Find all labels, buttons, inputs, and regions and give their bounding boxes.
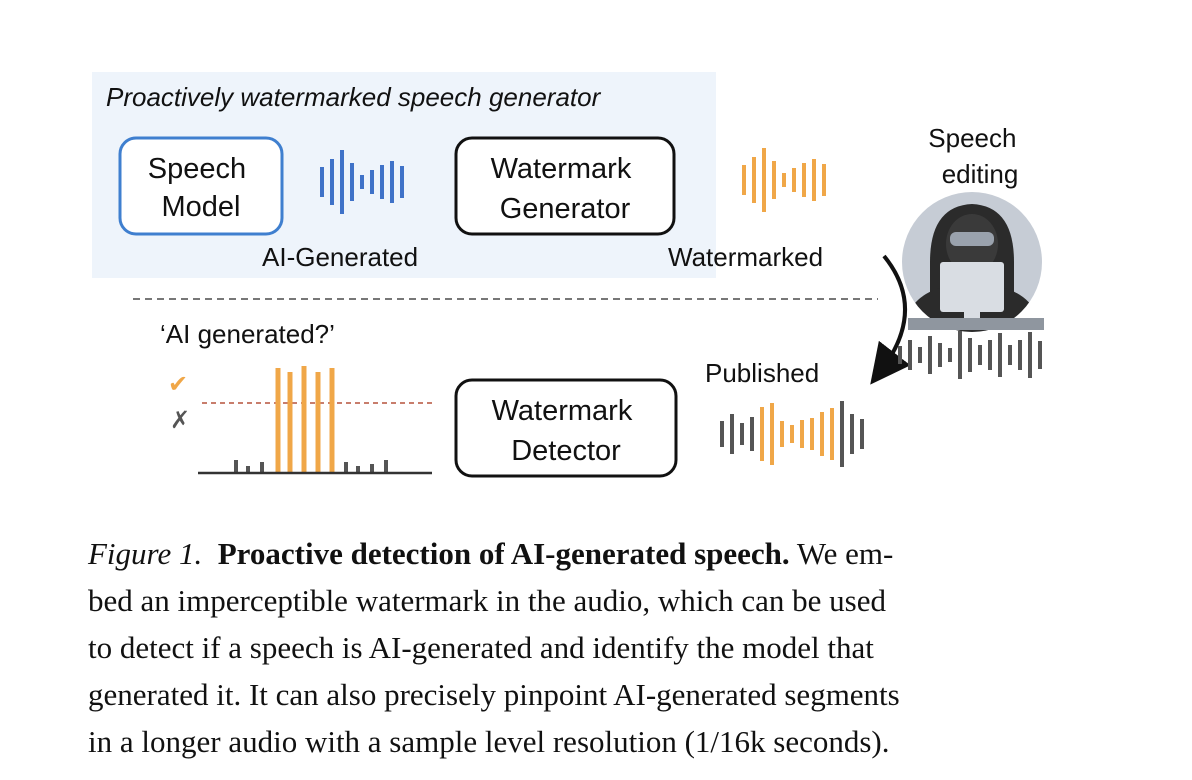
detection-bar [370,464,374,472]
speech-editing-label-line1: Speech [928,123,1016,153]
watermark-generator-label-line2: Generator [500,193,631,225]
caption-line-4: generated it. It can also precisely pinp… [88,677,900,712]
detection-bar [260,462,264,472]
detection-bars [234,366,388,472]
question-label: ‘AI generated?’ [160,319,335,349]
speech-model-label-line2: Model [162,191,241,223]
caption-text-1: We em- [789,536,894,571]
detection-bar [384,460,388,472]
speech-editing-label-line2: editing [942,159,1019,189]
watermarked-waveform [742,148,826,212]
detection-bar [356,466,360,472]
speech-model-box [118,136,284,236]
figure-caption: Figure 1. Proactive detection of AI-gene… [88,530,1078,765]
detection-bar [344,462,348,472]
speech-editing-label: Speech editing [928,123,1023,189]
detection-bar [329,368,335,472]
watermark-generator-label: Watermark Generator [491,153,640,225]
detection-bar [246,466,250,472]
watermark-generator-label-line1: Watermark [491,153,632,185]
caption-line-2: bed an imperceptible watermark in the au… [88,583,886,618]
check-icon: ✔ [168,371,188,398]
caption-line-3: to detect if a speech is AI-generated an… [88,630,874,665]
hacker-icon [902,192,1044,332]
editing-arrow [870,254,911,385]
published-label: Published [705,358,819,388]
ai-generated-waveform [320,150,404,214]
watermarked-label: Watermarked [668,242,823,272]
watermark-detector-label-line2: Detector [511,435,621,467]
ai-generated-label: AI-Generated [262,242,418,272]
watermark-detector-label-line1: Watermark [492,395,633,427]
caption-line-5: in a longer audio with a sample level re… [88,724,890,759]
watermark-detector-label: Watermark Detector [492,395,641,467]
watermark-detector-box [454,378,678,478]
caption-line-1: Figure 1. Proactive detection of AI-gene… [88,530,1078,577]
edited-waveform [898,331,1042,379]
detection-bar [275,368,281,472]
caption-figure-label: Figure 1. [88,536,203,571]
detection-bar [234,460,238,472]
generator-panel-label: Proactively watermarked speech generator [106,82,602,112]
caption-title: Proactive detection of AI-generated spee… [217,536,790,571]
detection-bar [287,372,293,472]
cross-icon: ✗ [170,407,190,434]
watermark-generator-box [454,136,676,236]
detection-bar [315,372,321,472]
published-waveform [720,401,864,467]
speech-model-label-line1: Speech [148,153,246,185]
detection-bar [301,366,307,472]
speech-model-label: Speech Model [148,153,254,223]
